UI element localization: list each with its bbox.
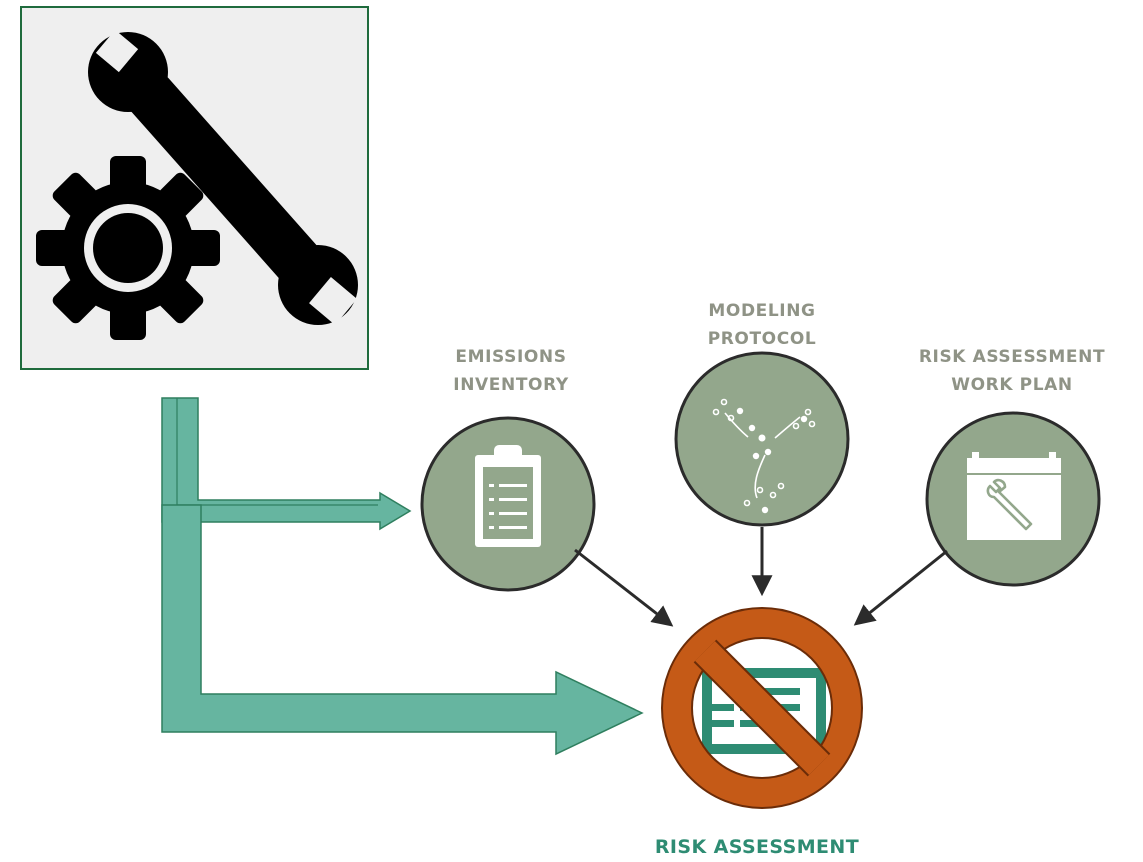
calendar-wrench-icon (967, 452, 1061, 540)
arrow-workplan-to-output (853, 549, 948, 626)
output-risk-assessment (661, 607, 863, 809)
gear-icon (36, 156, 220, 340)
prohibited-icon (661, 607, 863, 809)
arrow-emissions-to-output (574, 548, 674, 627)
merging-dots-icon (712, 398, 816, 507)
wrench-icon (88, 29, 358, 325)
clipboard-list-icon (475, 445, 541, 547)
teal-arrow-large (161, 504, 644, 756)
label-emissions-line1: EMISSIONS (455, 347, 566, 367)
label-modeling-line2: PROTOCOL (708, 329, 817, 349)
input-modeling (674, 351, 850, 527)
tool-box (20, 6, 369, 370)
label-emissions-line2: INVENTORY (453, 375, 569, 395)
label-workplan-line2: WORK PLAN (951, 375, 1072, 395)
label-modeling-line1: MODELING (708, 301, 815, 321)
label-workplan-line1: RISK ASSESSMENT (919, 347, 1105, 367)
label-risk-assessment: RISK ASSESSMENT (655, 836, 859, 858)
input-workplan (925, 411, 1101, 587)
input-emissions (420, 416, 596, 592)
